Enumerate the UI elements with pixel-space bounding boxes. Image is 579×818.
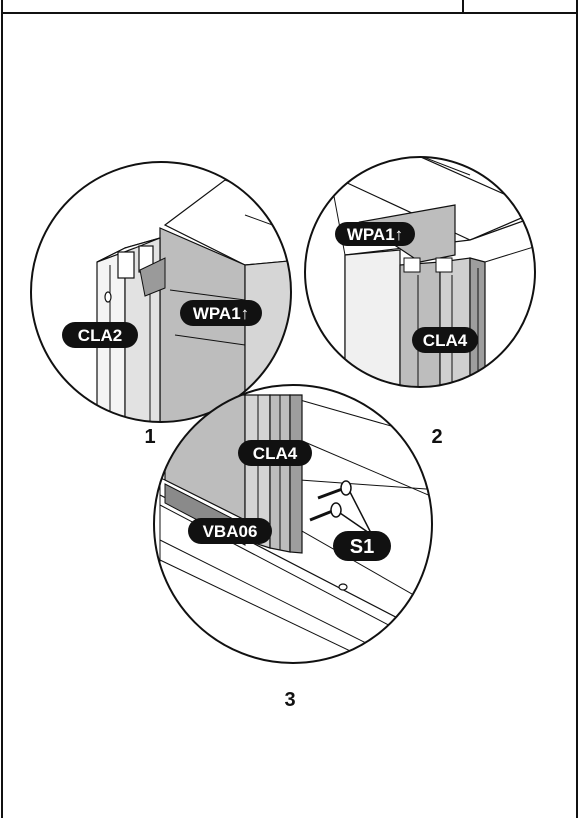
screw-upper — [317, 480, 352, 500]
callout-cla2: CLA2 — [62, 322, 138, 348]
detail-2: WPA1↑ CLA4 2 — [304, 156, 536, 448]
detail-3-circle — [153, 384, 433, 664]
detail-2-circle — [304, 156, 536, 388]
step-number-1: 1 — [144, 426, 155, 448]
step-number-2: 2 — [431, 426, 442, 448]
screw-lower — [309, 502, 342, 522]
detail-1-circle — [30, 161, 292, 423]
svg-text:CLA4: CLA4 — [423, 331, 468, 350]
svg-text:CLA4: CLA4 — [253, 444, 298, 463]
callout-s1: S1 — [333, 531, 391, 561]
svg-text:S1: S1 — [350, 536, 374, 558]
detail-3: CLA4 VBA06 S1 3 — [153, 384, 433, 711]
svg-text:WPA1↑: WPA1↑ — [347, 225, 403, 244]
step-number-3: 3 — [284, 689, 295, 711]
callout-vba06: VBA06 — [188, 518, 272, 544]
callout-cla4-detail3: CLA4 — [238, 440, 312, 466]
svg-text:VBA06: VBA06 — [203, 522, 258, 541]
callout-cla4-detail2: CLA4 — [412, 327, 478, 353]
track-hole — [338, 583, 348, 591]
callout-wpa1-detail2: WPA1↑ — [335, 222, 415, 246]
detail-1: CLA2 WPA1↑ 1 — [30, 161, 292, 448]
detail-2-drawing — [305, 157, 535, 387]
detail-1-drawing — [31, 162, 291, 422]
svg-text:CLA2: CLA2 — [78, 326, 122, 345]
callout-wpa1-detail1: WPA1↑ — [180, 300, 262, 326]
svg-text:WPA1↑: WPA1↑ — [193, 304, 249, 323]
